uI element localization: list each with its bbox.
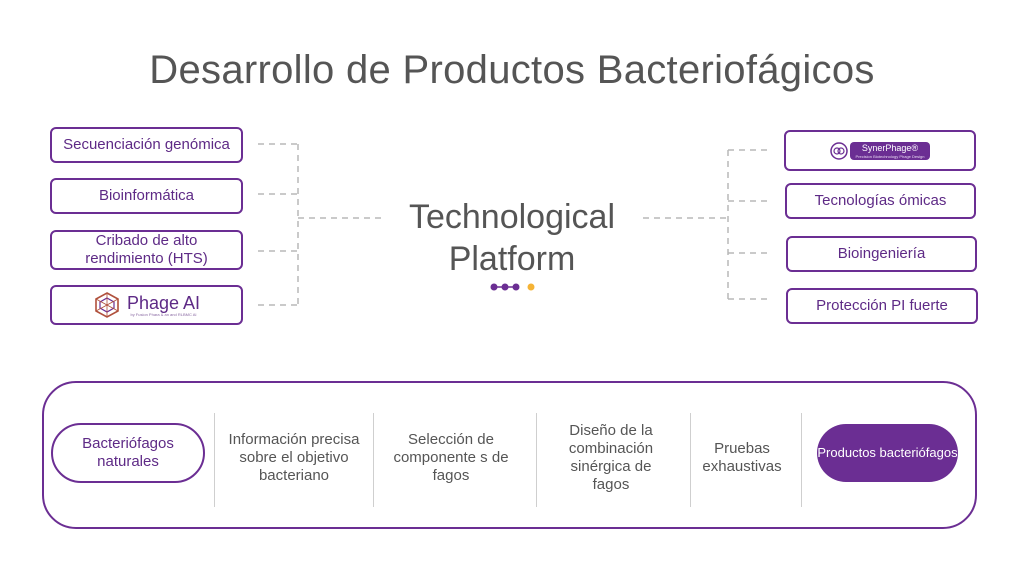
pipeline-container (42, 381, 977, 529)
phage-ai-icon (95, 292, 119, 318)
pipeline-step-target-info: Información precisa sobre el objetivo ba… (222, 418, 366, 498)
synerphage-badge: SynerPhage® Precision Biotechnology Phag… (849, 141, 931, 160)
synerphage-logo-subtext: Precision Biotechnology Phage Design (855, 153, 925, 159)
pipeline-end-label: Productos bacteriófagos (817, 445, 958, 460)
left-item-hts: Cribado de alto rendimiento (HTS) (50, 230, 243, 270)
phage-ai-logo-subtext: by Fusion Phara & an and RLBMC AI (130, 311, 197, 317)
right-item-label: Tecnologías ómicas (814, 192, 947, 209)
pipeline-divider (690, 413, 691, 507)
technological-platform-title: Technological Platform (380, 196, 644, 280)
pipeline-step-component-selection: Selección de componente s de fagos (393, 418, 509, 498)
pipeline-step-label: Diseño de la combinación sinérgica de fa… (568, 422, 654, 493)
right-item-omics: Tecnologías ómicas (785, 183, 976, 219)
pipeline-start-natural-phages: Bacteriófagos naturales (51, 423, 205, 483)
left-item-label: Bioinformática (98, 187, 195, 204)
left-item-label: Cribado de alto rendimiento (HTS) (85, 232, 208, 267)
right-item-label: Protección PI fuerte (816, 297, 948, 314)
synerphage-icon (829, 141, 848, 160)
pipeline-start-label: Bacteriófagos naturales (82, 435, 174, 470)
phage-ai-logo-text: Phage AI (126, 292, 201, 313)
left-item-label: Secuenciación genómica (63, 136, 230, 153)
pipeline-step-label: Información precisa sobre el objetivo ba… (228, 431, 360, 484)
pipeline-divider (801, 413, 802, 507)
left-item-genomic-sequencing: Secuenciación genómica (50, 127, 243, 163)
pipeline-divider (373, 413, 374, 507)
pipeline-step-label: Selección de componente s de fagos (393, 431, 509, 484)
right-item-label: Bioingeniería (837, 245, 926, 262)
pipeline-step-synergistic-design: Diseño de la combinación sinérgica de fa… (552, 418, 670, 498)
pipeline-divider (214, 413, 215, 507)
center-title-line1: Technological (408, 198, 616, 236)
page-title: Desarrollo de Productos Bacteriofágicos (149, 48, 875, 92)
pipeline-divider (536, 413, 537, 507)
right-item-bioengineering: Bioingeniería (786, 236, 977, 272)
pipeline-end-phage-products: Productos bacteriófagos (817, 424, 958, 482)
center-title-line2: Platform (448, 240, 576, 278)
pipeline-step-testing: Pruebas exhaustivas (694, 418, 790, 498)
pipeline-step-label: Pruebas exhaustivas (702, 440, 782, 475)
right-item-synerphage-logo: SynerPhage® Precision Biotechnology Phag… (784, 130, 976, 171)
synerphage-logo-text: SynerPhage® (861, 142, 919, 153)
left-item-phage-ai-logo: Phage AI by Fusion Phara & an and RLBMC … (50, 285, 243, 325)
left-item-bioinformatics: Bioinformática (50, 178, 243, 214)
right-item-ip-protection: Protección PI fuerte (786, 288, 978, 324)
dots-indicator (490, 283, 535, 291)
